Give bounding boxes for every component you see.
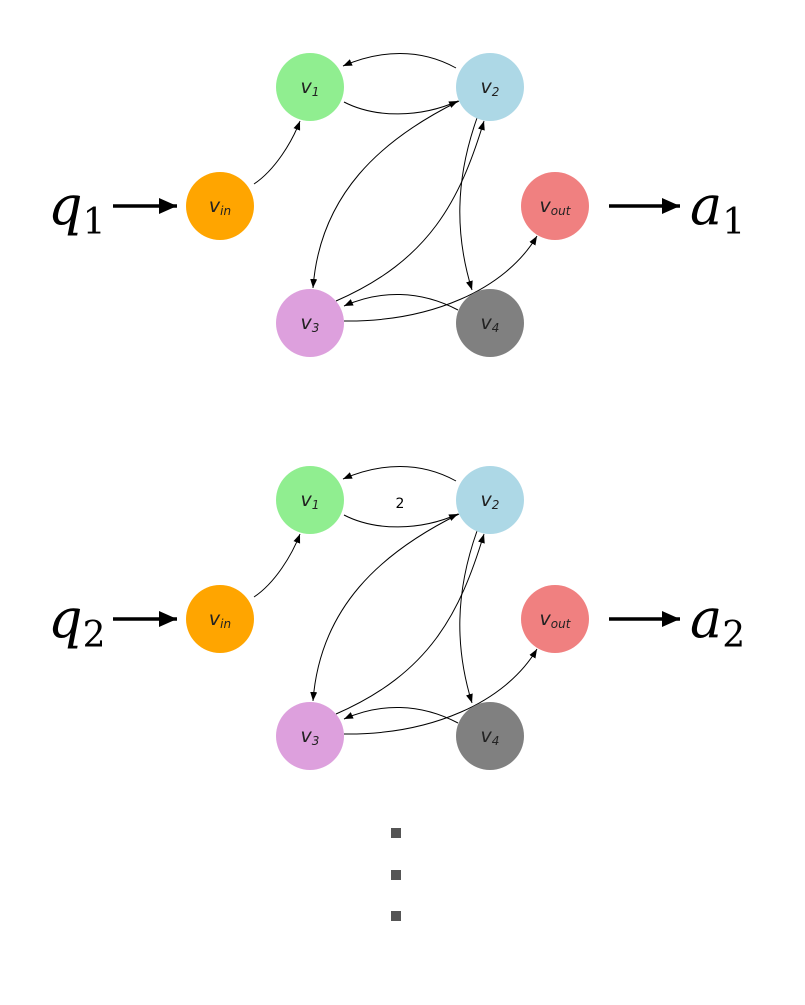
node-vin-label: vin: [209, 608, 231, 631]
edge-weight-label: 2: [396, 496, 405, 512]
node-v4: v4: [456, 289, 524, 357]
node-v2-circle: [456, 53, 524, 121]
input-query-label: q1: [48, 174, 105, 243]
edge-v1-to-v2: [343, 513, 459, 528]
node-vout: vout: [521, 585, 589, 653]
node-vin: vin: [186, 585, 254, 653]
node-vout-circle: [521, 585, 589, 653]
node-v1-label: v1: [301, 76, 320, 99]
node-v3: v3: [276, 702, 344, 770]
node-v3-label: v3: [301, 312, 320, 335]
edge-v3-to-vout: [343, 648, 538, 735]
vertical-ellipsis: [391, 828, 401, 921]
edge-vin-to-v1: [253, 533, 301, 598]
node-vin-circle: [186, 585, 254, 653]
edge-v2-to-v1: [342, 466, 457, 482]
node-v4-label: v4: [481, 725, 500, 748]
node-v3-circle: [276, 289, 344, 357]
node-v3-circle: [276, 702, 344, 770]
node-v1-circle: [276, 53, 344, 121]
graph-2: 2 vin v1 v2 v3 v4 vout q2 a2: [48, 466, 745, 770]
node-v2: v2: [456, 466, 524, 534]
node-v2-label: v2: [481, 489, 500, 512]
node-v4: v4: [456, 702, 524, 770]
edge-v2-to-v3: [310, 100, 460, 289]
node-v1-circle: [276, 466, 344, 534]
edge-v3-to-v2: [335, 533, 485, 715]
ellipsis-dot-2: [391, 870, 401, 880]
edge-v2-to-v4: [459, 530, 478, 704]
node-vout-label: vout: [540, 195, 572, 218]
node-v1: v1: [276, 53, 344, 121]
edge-v2-to-v4: [459, 117, 478, 291]
output-answer-label: a2: [690, 587, 745, 656]
node-vout-label: vout: [540, 608, 572, 631]
edge-v4-to-v3: [343, 294, 459, 311]
node-vin: vin: [186, 172, 254, 240]
edge-v3-to-vout: [343, 235, 538, 322]
node-v2-circle: [456, 466, 524, 534]
edge-v1-to-v2: [343, 100, 459, 115]
edge-vin-to-v1: [253, 120, 301, 185]
node-vout: vout: [521, 172, 589, 240]
node-v1-label: v1: [301, 489, 320, 512]
node-v2: v2: [456, 53, 524, 121]
edge-v2-to-v1: [342, 53, 457, 69]
node-v4-circle: [456, 702, 524, 770]
node-vin-circle: [186, 172, 254, 240]
edge-v2-to-v3: [310, 513, 460, 702]
node-v1: v1: [276, 466, 344, 534]
graph-1: vin v1 v2 v3 v4 vout q1 a1: [48, 53, 745, 357]
node-vout-circle: [521, 172, 589, 240]
node-v3-label: v3: [301, 725, 320, 748]
node-v4-label: v4: [481, 312, 500, 335]
edge-v4-to-v3: [343, 707, 459, 724]
ellipsis-dot-1: [391, 828, 401, 838]
node-v2-label: v2: [481, 76, 500, 99]
output-answer-label: a1: [690, 174, 745, 243]
ellipsis-dot-3: [391, 911, 401, 921]
input-query-label: q2: [48, 587, 105, 656]
node-vin-label: vin: [209, 195, 231, 218]
edge-v3-to-v2: [335, 120, 485, 302]
node-v3: v3: [276, 289, 344, 357]
node-v4-circle: [456, 289, 524, 357]
